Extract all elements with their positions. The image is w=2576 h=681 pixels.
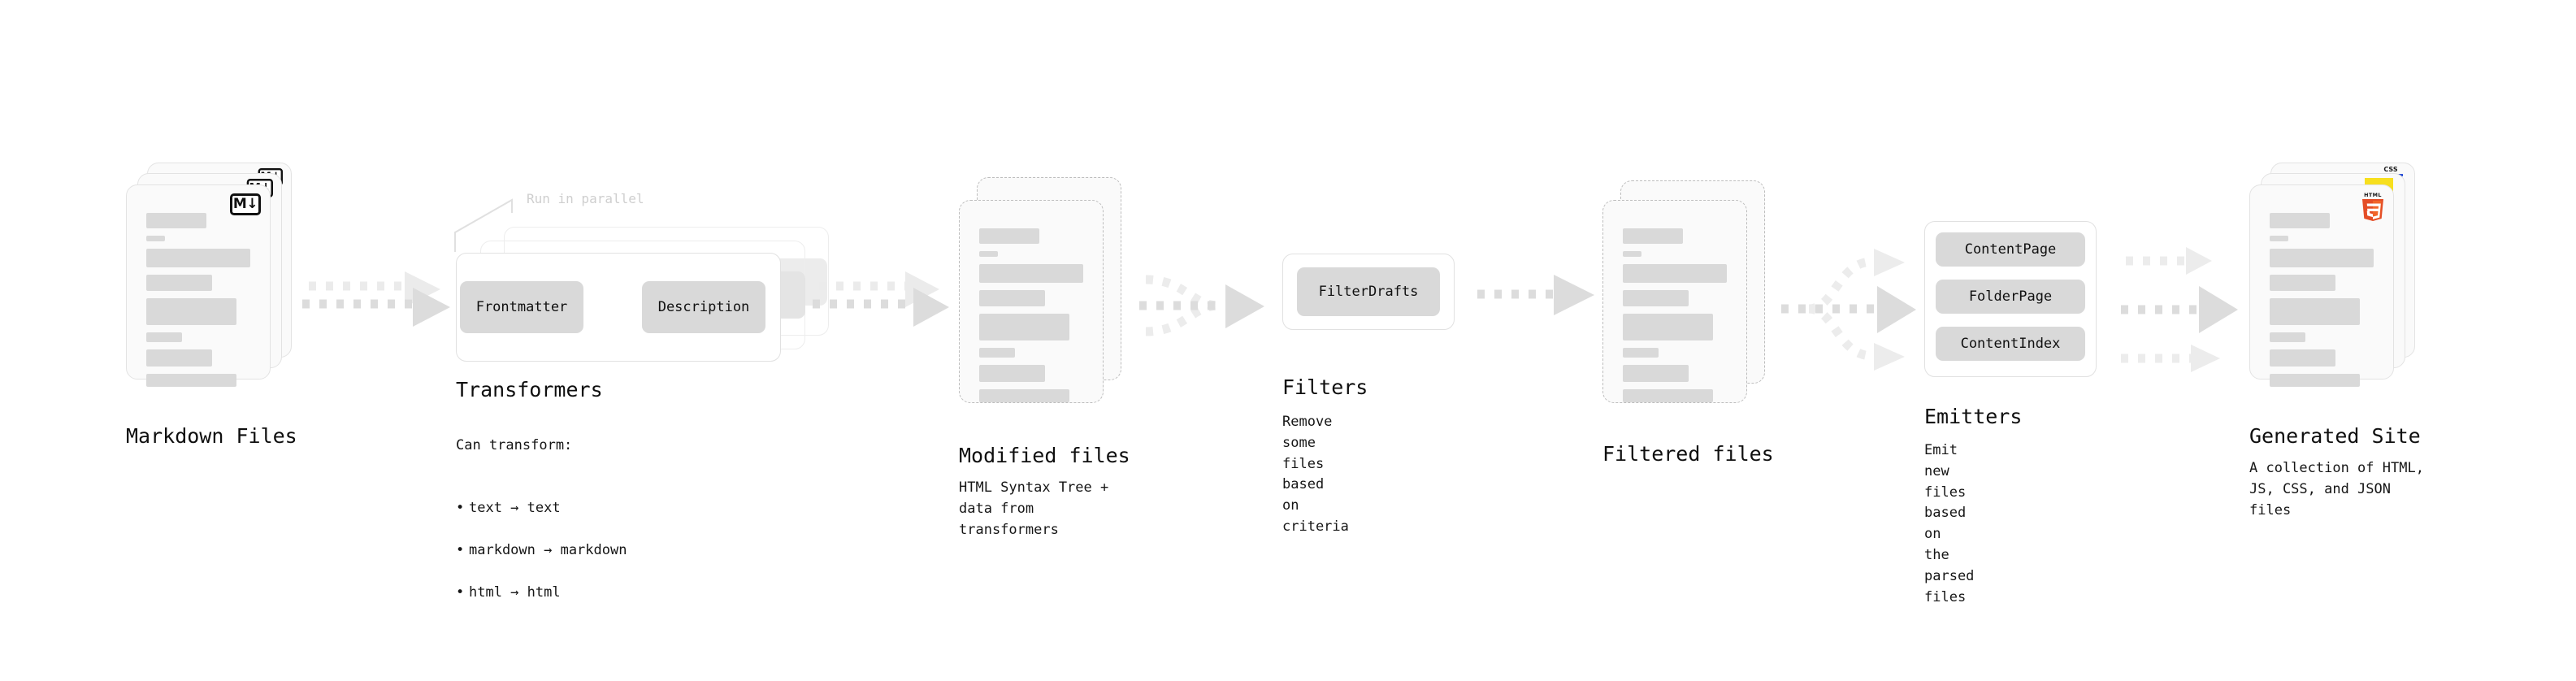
- transform-bullet: text → text: [456, 498, 627, 519]
- stage-modified-files: Modified files HTML Syntax Tree + data f…: [959, 177, 1134, 538]
- run-in-parallel-leader: [454, 198, 513, 252]
- stage-title: Modified files: [959, 444, 1130, 467]
- html5-badge: HTML: [2360, 190, 2386, 221]
- doc-skeleton: [1623, 228, 1727, 410]
- stage-markdown-files: M↓ M↓ M↓ Markdown Files: [126, 163, 301, 448]
- connector-filters-to-filtered: [1477, 275, 1594, 315]
- chip-frontmatter[interactable]: Frontmatter: [460, 281, 583, 333]
- stage-subtitle: A collection of HTML, JS, CSS, and JSON …: [2249, 460, 2424, 518]
- doc-card-front: [1602, 200, 1747, 403]
- stage-title: Transformers: [456, 378, 603, 401]
- stage-title: Generated Site: [2249, 424, 2421, 448]
- can-transform-heading: Can transform:: [456, 436, 573, 453]
- stage-subtitle: HTML Syntax Tree + data from transformer…: [959, 479, 1109, 538]
- transform-bullet: html → html: [456, 583, 627, 604]
- doc-card-front: [959, 200, 1104, 403]
- run-in-parallel-label: Run in parallel: [527, 191, 644, 206]
- svg-text:HTML: HTML: [2364, 192, 2382, 198]
- stage-title: Filters: [1282, 375, 1368, 399]
- chip-contentpage[interactable]: ContentPage: [1936, 232, 2085, 267]
- connector-md-to-transformers: [302, 271, 450, 327]
- transform-bullet-list: text → text markdown → markdown html → h…: [456, 477, 627, 624]
- stage-subtitle: Emit new files based on the parsed files: [1924, 442, 1975, 605]
- chip-folderpage[interactable]: FolderPage: [1936, 280, 2085, 314]
- doc-skeleton: [146, 213, 250, 394]
- transform-bullet: markdown → markdown: [456, 540, 627, 562]
- doc-card-front: M↓: [126, 184, 271, 387]
- doc-skeleton: [2270, 213, 2374, 394]
- connector-modified-to-filters: [1139, 275, 1264, 336]
- css3-badge-label: CSS: [2383, 166, 2398, 173]
- stage-subtitle: Remove some files based on criteria: [1282, 414, 1349, 536]
- doc-skeleton: [979, 228, 1083, 410]
- doc-card-front: HTML: [2249, 184, 2394, 387]
- markdown-badge: M↓: [230, 193, 261, 215]
- connector-emitters-to-site: [2121, 247, 2238, 372]
- stage-title: Markdown Files: [126, 424, 297, 448]
- stage-title: Filtered files: [1602, 442, 1774, 466]
- stage-generated-site: CSS HTML: [2249, 163, 2424, 518]
- stage-filtered-files: Filtered files: [1602, 180, 1777, 466]
- chip-description[interactable]: Description: [642, 281, 765, 333]
- chip-filterdrafts[interactable]: FilterDrafts: [1297, 267, 1440, 316]
- connector-transformers-to-modified: [813, 271, 949, 327]
- chip-contentindex[interactable]: ContentIndex: [1936, 327, 2085, 361]
- stage-title: Emitters: [1924, 405, 2023, 428]
- connector-filtered-to-emitters: [1781, 249, 1916, 371]
